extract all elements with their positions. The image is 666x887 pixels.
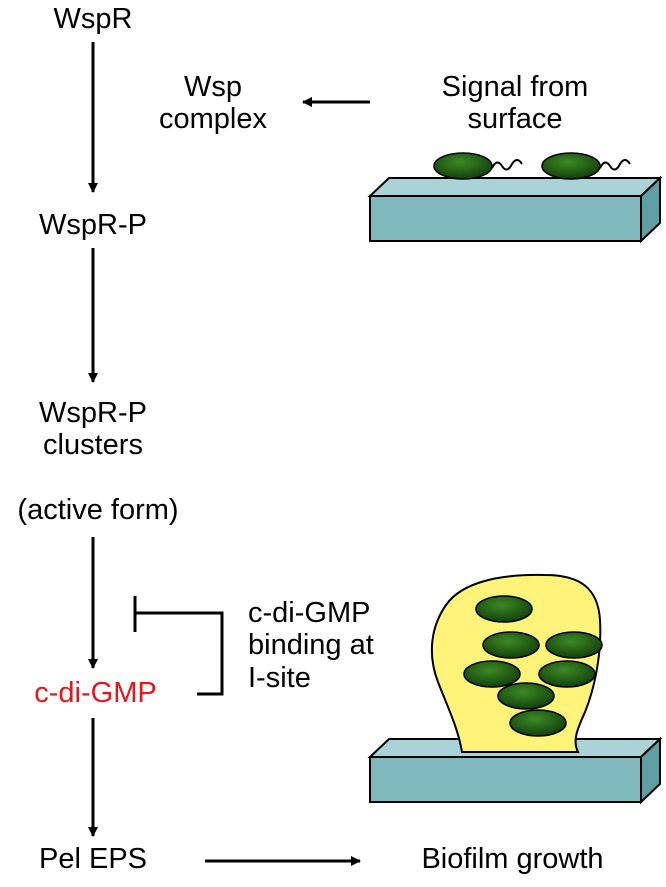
node-signal: Signal from surface bbox=[415, 71, 615, 136]
node-wsp-complex-line2: complex bbox=[159, 103, 267, 136]
node-wspr: WspR bbox=[33, 3, 153, 35]
node-clusters-line2: clusters bbox=[43, 429, 143, 462]
node-wspr-p: WspR-P bbox=[13, 209, 173, 241]
flagellum-icon bbox=[491, 159, 523, 171]
node-pel-eps-label: Pel EPS bbox=[39, 843, 147, 875]
bacterium-icon bbox=[463, 660, 521, 688]
bacterium-icon bbox=[509, 709, 567, 737]
surface-bottom bbox=[367, 736, 663, 805]
node-cdigmp: c-di-GMP bbox=[13, 677, 178, 709]
bacterium-icon bbox=[475, 595, 533, 623]
inhibition-line2: binding at bbox=[248, 629, 374, 662]
flagellum-icon bbox=[599, 159, 631, 171]
node-biofilm: Biofilm growth bbox=[385, 843, 640, 875]
node-wspr-label: WspR bbox=[53, 3, 133, 35]
node-active-form: (active form) bbox=[0, 494, 196, 526]
node-wsp-complex: Wsp complex bbox=[150, 71, 276, 136]
inhibition-line3: I-site bbox=[248, 661, 311, 694]
node-inhibition-note: c-di-GMP binding at I-site bbox=[248, 597, 374, 694]
node-biofilm-label: Biofilm growth bbox=[421, 843, 604, 875]
node-clusters-line1: WspR-P bbox=[39, 397, 147, 429]
bacterium-icon bbox=[433, 152, 493, 180]
node-active-form-label: (active form) bbox=[17, 494, 179, 526]
inhibition-line1: c-di-GMP bbox=[248, 597, 371, 629]
node-signal-line2: surface bbox=[467, 103, 563, 136]
node-wspr-p-label: WspR-P bbox=[39, 209, 147, 241]
biofilm-bacteria bbox=[463, 595, 603, 737]
node-clusters: WspR-P clusters bbox=[13, 397, 173, 462]
node-cdigmp-label: c-di-GMP bbox=[34, 677, 157, 709]
node-wsp-complex-line1: Wsp bbox=[184, 71, 242, 103]
bacterium-icon bbox=[541, 152, 601, 180]
bacterium-icon bbox=[497, 682, 555, 710]
bacterium-icon bbox=[538, 660, 596, 688]
biofilm-matrix bbox=[430, 573, 602, 753]
node-pel-eps: Pel EPS bbox=[13, 843, 173, 875]
surface-bacteria bbox=[433, 152, 631, 180]
node-signal-line1: Signal from bbox=[441, 71, 589, 103]
bacterium-icon bbox=[545, 631, 603, 659]
feedback-inhibition bbox=[133, 596, 224, 696]
surface-top bbox=[367, 175, 663, 244]
bacterium-icon bbox=[482, 631, 540, 659]
